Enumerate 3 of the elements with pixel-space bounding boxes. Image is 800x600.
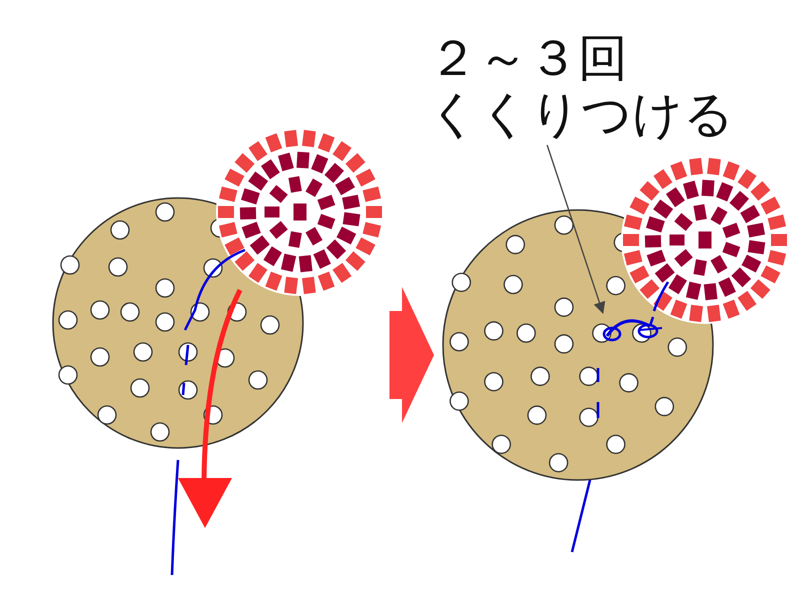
leader-line (546, 144, 606, 314)
block-arrow (389, 287, 434, 423)
instruction-label: ２～３回くくりつける (428, 30, 750, 145)
